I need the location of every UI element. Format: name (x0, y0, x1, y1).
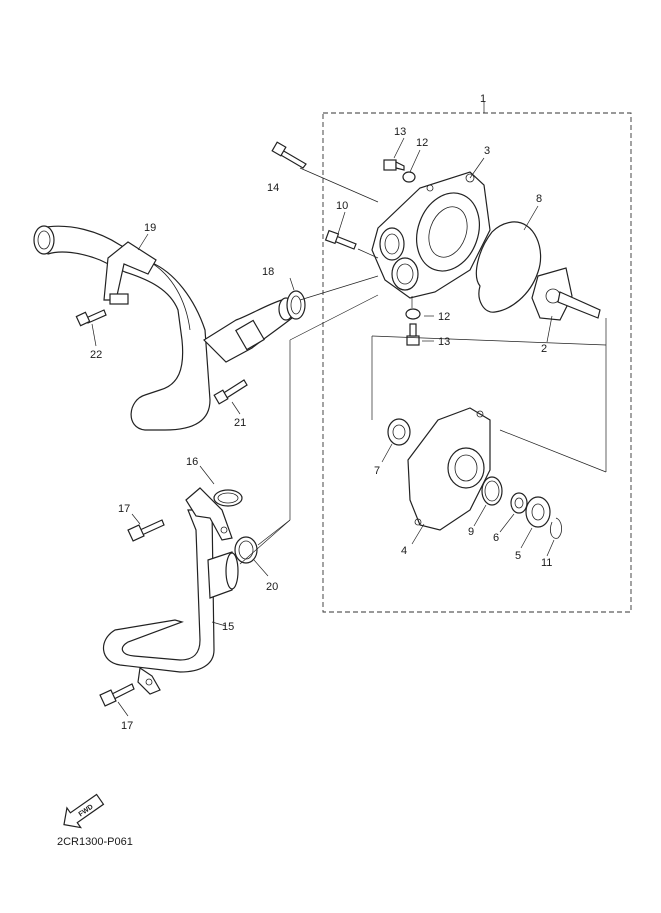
impeller-shaft (531, 267, 601, 321)
callout-13-lower: 13 (438, 336, 450, 348)
callout-5: 5 (515, 550, 521, 562)
o-ring-20 (234, 536, 258, 564)
callout-2: 2 (541, 343, 547, 355)
oil-seal-6 (510, 492, 528, 514)
o-ring-18 (286, 290, 306, 320)
upper-hose (33, 225, 211, 431)
callout-15: 15 (222, 621, 234, 633)
callout-1: 1 (480, 93, 486, 105)
callout-18: 18 (262, 266, 274, 278)
callout-22: 22 (90, 349, 102, 361)
callout-12-lower: 12 (438, 311, 450, 323)
bolt-21 (213, 379, 248, 405)
callout-12-upper: 12 (416, 137, 428, 149)
diagram-code: 2CR1300-P061 (57, 836, 133, 848)
water-pump-assembly-box (322, 112, 632, 613)
pump-cover (407, 407, 491, 531)
callout-20: 20 (266, 581, 278, 593)
bolt-13-upper (383, 159, 405, 171)
callout-17-lower: 17 (121, 720, 133, 732)
callout-7: 7 (374, 465, 380, 477)
bolt-17-lower (99, 683, 135, 707)
callout-4: 4 (401, 545, 407, 557)
callout-17-upper: 17 (118, 503, 130, 515)
pipe-bracket-15 (185, 487, 233, 541)
callout-3: 3 (484, 145, 490, 157)
seal-7 (387, 418, 411, 446)
leader-lines (91, 102, 607, 717)
bolt-17-upper (127, 519, 165, 542)
callout-13-upper: 13 (394, 126, 406, 138)
bolt-10 (324, 229, 357, 250)
callout-11: 11 (541, 557, 552, 569)
callout-16: 16 (186, 456, 198, 468)
lower-pipe (103, 509, 239, 695)
callout-19: 19 (144, 222, 156, 234)
callout-9: 9 (468, 526, 474, 538)
callout-10: 10 (336, 200, 348, 212)
pipe-joint-upper (203, 297, 294, 363)
pump-housing (371, 171, 491, 299)
callout-14: 14 (267, 182, 279, 194)
washer-12-lower (405, 308, 421, 320)
gasket-8 (475, 221, 542, 313)
bolt-13-lower (406, 323, 420, 346)
circlip-11 (550, 517, 562, 539)
callout-6: 6 (493, 532, 499, 544)
bearing-5 (525, 496, 551, 528)
callout-8: 8 (536, 193, 542, 205)
bolt-22 (75, 309, 107, 327)
callout-labels: 1 2 3 4 5 6 7 8 9 10 11 12 12 13 13 14 1… (90, 93, 552, 732)
hose-clamp-19 (103, 241, 157, 305)
bolt-14 (271, 141, 307, 169)
washer-12-upper (402, 171, 416, 183)
fwd-arrow-icon: FWD (63, 793, 105, 829)
callout-21: 21 (234, 417, 246, 429)
